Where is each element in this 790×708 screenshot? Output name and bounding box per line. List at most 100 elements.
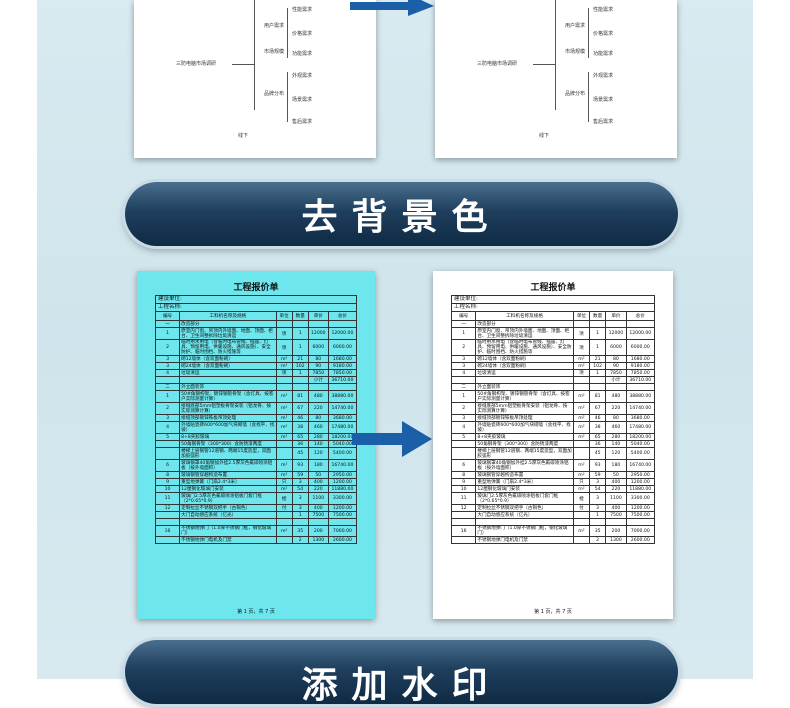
table-cell: 1100 [307, 492, 329, 505]
table-cell: 3 [589, 492, 607, 505]
table-cell: 14740.00 [625, 402, 656, 415]
table-cell: 1200.00 [327, 478, 358, 486]
table-cell: 7000.00 [625, 525, 656, 537]
table-cell: 80 [307, 414, 329, 422]
table-row: 一改造部分 [450, 320, 656, 328]
table-header-cell: 编号 [450, 311, 477, 321]
table-cell: 16 [450, 525, 477, 537]
table-cell [291, 383, 309, 391]
table-cell [154, 536, 181, 544]
table-cell [275, 536, 293, 544]
table-cell: m² [275, 485, 293, 493]
table-cell: 54 [291, 485, 309, 493]
table-cell: 1 [589, 369, 607, 377]
table-cell [572, 511, 591, 519]
table-cell: 原室内门窗、吊顶内外墙面、地面、顶面、柜台、卫生间整拆除垃圾清运 [475, 327, 574, 340]
table-cell [605, 383, 627, 391]
table-cell: m² [572, 355, 591, 363]
table-header-cell: 总价 [625, 311, 656, 321]
table-cell: 砌12墙体（含双面粉刷） [475, 355, 574, 363]
table-cell [327, 518, 358, 526]
table-cell [154, 376, 181, 384]
table-cell: 180 [605, 459, 627, 472]
table-cell: 93 [589, 459, 607, 472]
table-cell: 外立面装饰 [475, 383, 574, 391]
table-row: 二外立面装饰 [154, 383, 358, 391]
table-cell: 46 [291, 414, 309, 422]
table-cell: 4 [450, 421, 477, 434]
mindmap-root: 三防电脑市场调研 [176, 61, 217, 67]
table-header-cell: 单价 [307, 311, 329, 321]
table-cell: 67 [589, 402, 607, 415]
banner-add-watermark: 添加水印 [125, 640, 678, 706]
table-cell: 2 [450, 402, 477, 415]
table-cell: 59 [291, 471, 309, 479]
table-cell: 12000 [307, 327, 329, 340]
table-cell: 12厘钢化玻璃门安装 [179, 485, 277, 493]
arrow-right-icon [352, 421, 432, 457]
table-cell: 400 [605, 504, 627, 512]
table-cell: 临时用水用电（含临时电布管线、插座、灯具、预留用电、供暖设施、通风设施）、安全防… [475, 339, 574, 356]
table-cell: 180 [307, 459, 329, 472]
table-cell: 12000 [605, 327, 627, 340]
table-cell: 玻璃钢管穿越构造布置 [179, 471, 277, 479]
table-cell [589, 383, 607, 391]
table-cell: 220 [307, 402, 329, 415]
table-row: 二外立面装饰 [450, 383, 656, 391]
table-cell [307, 518, 329, 526]
table-cell: 3 [154, 414, 181, 422]
table-cell: 付 [572, 504, 591, 512]
table-cell: 不锈钢地弹门（1.0厚不锈钢门框，钢化玻璃门） [179, 525, 277, 537]
table-cell: 18200.00 [625, 433, 656, 441]
table-cell: 35 [291, 525, 309, 537]
table-cell: 改造部分 [475, 320, 574, 328]
table-cell [450, 518, 477, 526]
table-cell: 项 [275, 339, 293, 356]
table-cell [450, 440, 477, 448]
table-cell: 90 [307, 362, 329, 370]
table-cell [154, 440, 181, 448]
table-cell: m² [275, 459, 293, 472]
table-cell [625, 383, 656, 391]
mindmap-before: 三防电脑市场调研 品牌分布 用户需求 市场规模 线下 性能需求 价格需求 功能需… [134, 0, 376, 158]
table-cell: 36 [589, 440, 607, 448]
table-cell: 1200.00 [625, 478, 656, 486]
table-cell: 50#角钢构架、镀锌钢管骨架（含灯具、按客户实际测量计算） [475, 390, 574, 403]
table-cell: 220 [605, 402, 627, 415]
table-cell: m² [572, 459, 591, 472]
table-cell: 3 [291, 478, 309, 486]
table-cell: 重型地弹簧（门扇2.4*3米） [179, 478, 277, 486]
table-cell: m² [275, 421, 293, 434]
table-cell: 1 [450, 390, 477, 403]
table-cell [307, 320, 329, 328]
table-cell: 11 [450, 492, 477, 505]
table-cell: 垃圾清运 [475, 369, 574, 377]
table-cell: 1300 [605, 536, 627, 544]
table-cell: 砌24墙体（含双面粉刷） [475, 362, 574, 370]
table-cell: 5040.00 [625, 440, 656, 448]
table-cell [589, 320, 607, 328]
table-cell: 1 [589, 327, 607, 340]
table-cell: 140 [307, 440, 329, 448]
table-cell: 砌12墙体（含双面粉刷） [179, 355, 277, 363]
table-cell: 6000 [307, 339, 329, 356]
table-header-cell: 总价 [327, 311, 358, 321]
table-cell: 接缝顶部镀锌铁板吊顶处理 [179, 414, 277, 422]
table-cell: 项 [572, 339, 591, 356]
